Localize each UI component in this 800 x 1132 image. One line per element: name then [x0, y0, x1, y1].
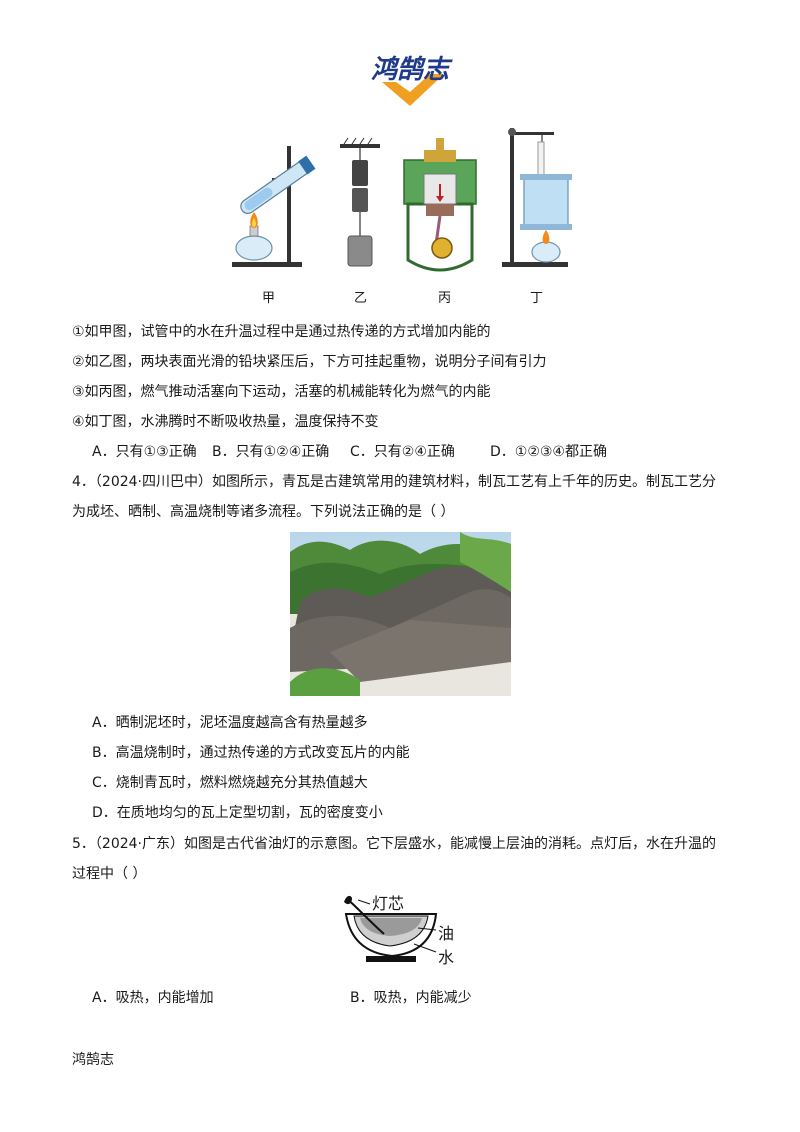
figure-apparatus	[228, 120, 578, 280]
q5-option-b[interactable]: B．吸热，内能减少	[350, 990, 472, 1006]
q4-option-c[interactable]: C．烧制青瓦时，燃料燃烧越充分其热值越大	[92, 775, 368, 791]
figure-label-yi: 乙	[354, 291, 368, 306]
apparatus-ding	[502, 128, 572, 267]
q4-option-a[interactable]: A．晒制泥坯时，泥坯温度越高含有热量越多	[92, 715, 368, 731]
q3-option-b[interactable]: B．只有①②④正确	[212, 444, 330, 460]
q5-stem-line-1: 5．（2024·广东）如图是古代省油灯的示意图。它下层盛水，能减慢上层油的消耗。…	[72, 836, 716, 852]
q4-stem-line-1: 4．（2024·四川巴中）如图所示，青瓦是古建筑常用的建筑材料，制瓦工艺有上千年…	[72, 474, 716, 490]
q4-stem-line-2: 为成坯、晒制、高温烧制等诸多流程。下列说法正确的是（ ）	[72, 504, 455, 520]
lamp-label-wick: 灯芯	[372, 894, 405, 913]
apparatus-bing	[403, 138, 477, 272]
logo-text: 鸿鹄志	[371, 55, 453, 85]
lamp-label-water: 水	[438, 948, 455, 967]
q3-statement-4: ④如丁图，水沸腾时不断吸收热量，温度保持不变	[72, 414, 379, 430]
q3-statement-2: ②如乙图，两块表面光滑的铅块紧压后，下方可挂起重物，说明分子间有引力	[72, 354, 547, 370]
apparatus-jia	[232, 146, 316, 267]
figure-label-ding: 丁	[530, 291, 544, 306]
roof-tiles-photo	[290, 532, 511, 696]
figure-label-bing: 丙	[438, 291, 452, 306]
oil-lamp-diagram: 灯芯 油 水	[340, 890, 470, 972]
q3-option-d[interactable]: D．①②③④都正确	[490, 444, 607, 460]
footer-brand: 鸿鹄志	[72, 1052, 114, 1068]
q4-option-b[interactable]: B．高温烧制时，通过热传递的方式改变瓦片的内能	[92, 745, 410, 761]
q3-option-c[interactable]: C．只有②④正确	[350, 444, 455, 460]
lamp-label-oil: 油	[438, 924, 455, 943]
q5-option-a[interactable]: A．吸热，内能增加	[92, 990, 214, 1006]
q5-stem-line-2: 过程中（ ）	[72, 866, 147, 882]
q4-option-d[interactable]: D．在质地均匀的瓦上定型切割，瓦的密度变小	[92, 805, 383, 821]
apparatus-yi	[340, 137, 380, 267]
brand-logo: 鸿鹄志	[352, 52, 468, 108]
q3-statement-3: ③如丙图，燃气推动活塞向下运动，活塞的机械能转化为燃气的内能	[72, 384, 491, 400]
figure-label-jia: 甲	[262, 291, 276, 306]
q3-option-a[interactable]: A．只有①③正确	[92, 444, 197, 460]
q3-statement-1: ①如甲图，试管中的水在升温过程中是通过热传递的方式增加内能的	[72, 324, 491, 340]
